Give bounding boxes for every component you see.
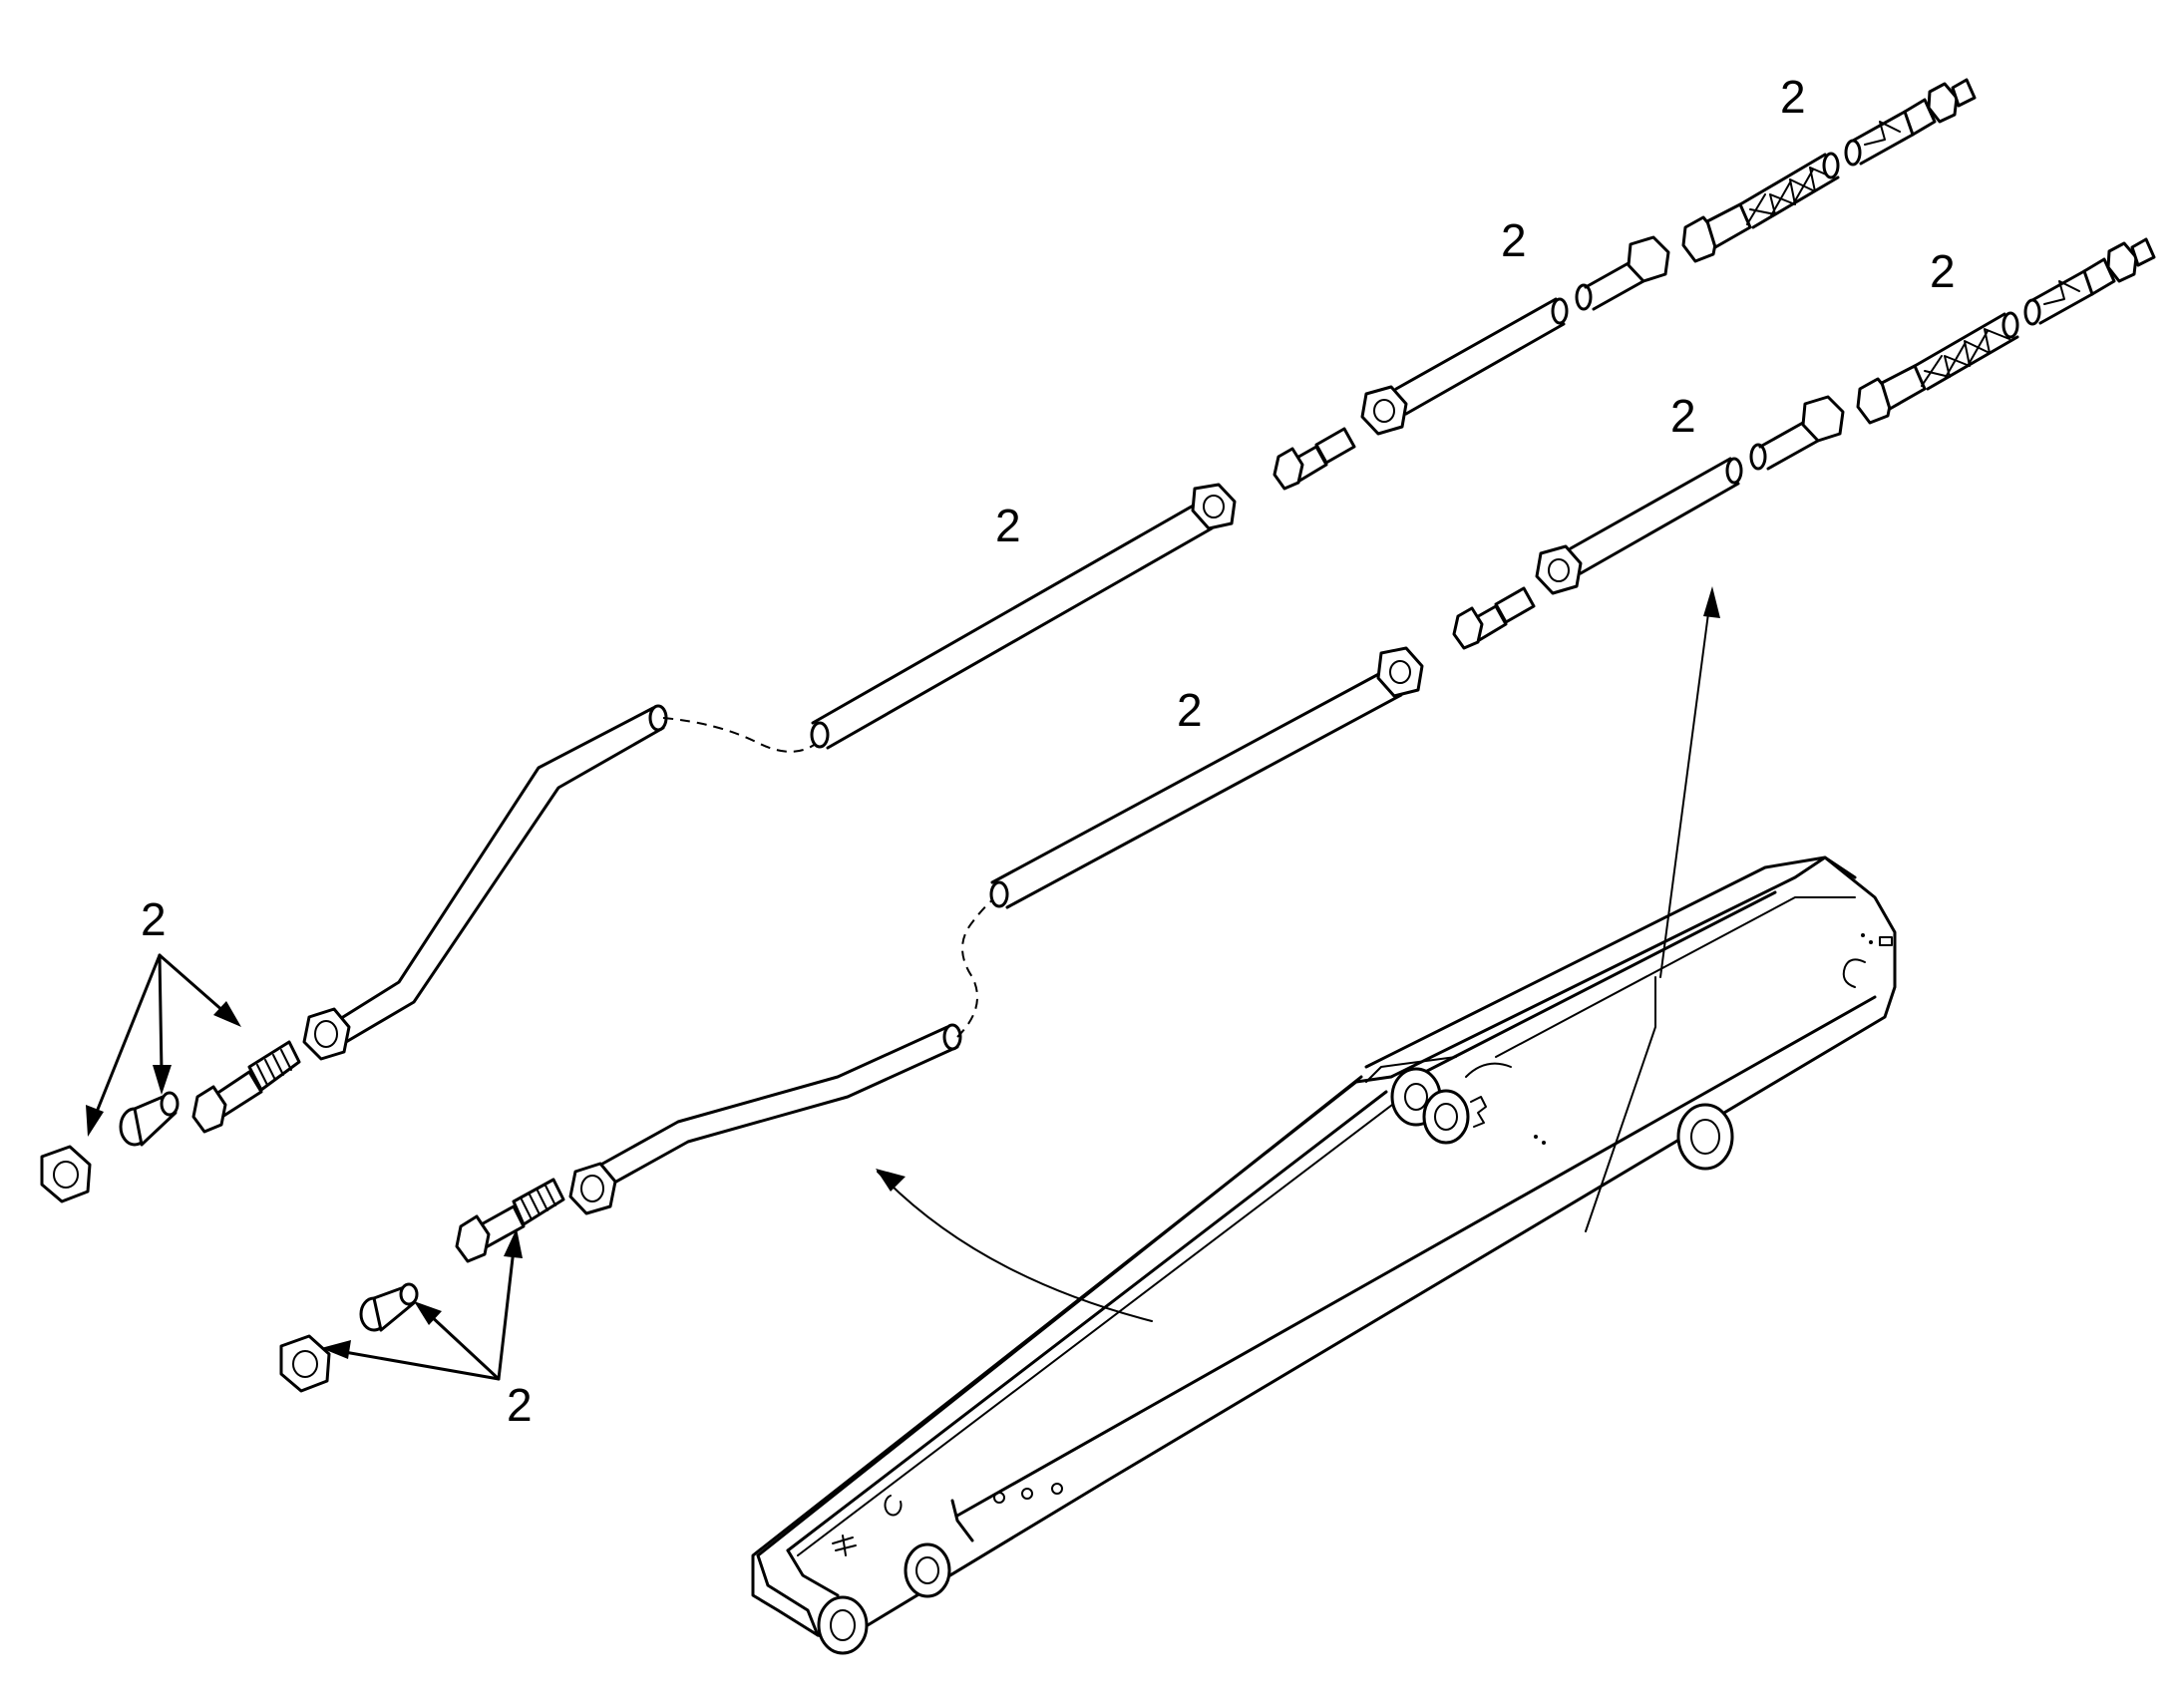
callout-label: 2 xyxy=(1177,684,1203,736)
callout-label: 2 xyxy=(1501,214,1527,266)
lower-line-assembly xyxy=(568,646,1424,1215)
upper-right-fittings xyxy=(1272,78,1977,491)
callout-label: 2 xyxy=(1670,390,1696,442)
lower-right-fittings xyxy=(1452,237,2156,650)
flow-arrows xyxy=(876,586,1720,1322)
upper-left-fittings xyxy=(40,1040,301,1203)
callout-label: 2 xyxy=(141,893,167,945)
leader-lines xyxy=(86,953,523,1381)
callout-label: 2 xyxy=(507,1379,533,1431)
lower-left-fittings xyxy=(279,1178,565,1393)
callout-labels: 2 2 2 2 2 2 2 2 xyxy=(141,71,1956,1431)
upper-line-assembly xyxy=(302,483,1237,1061)
callout-label: 2 xyxy=(1780,71,1806,123)
boom-arm xyxy=(751,855,1897,1655)
callout-label: 2 xyxy=(995,500,1021,551)
callout-label: 2 xyxy=(1930,245,1956,297)
